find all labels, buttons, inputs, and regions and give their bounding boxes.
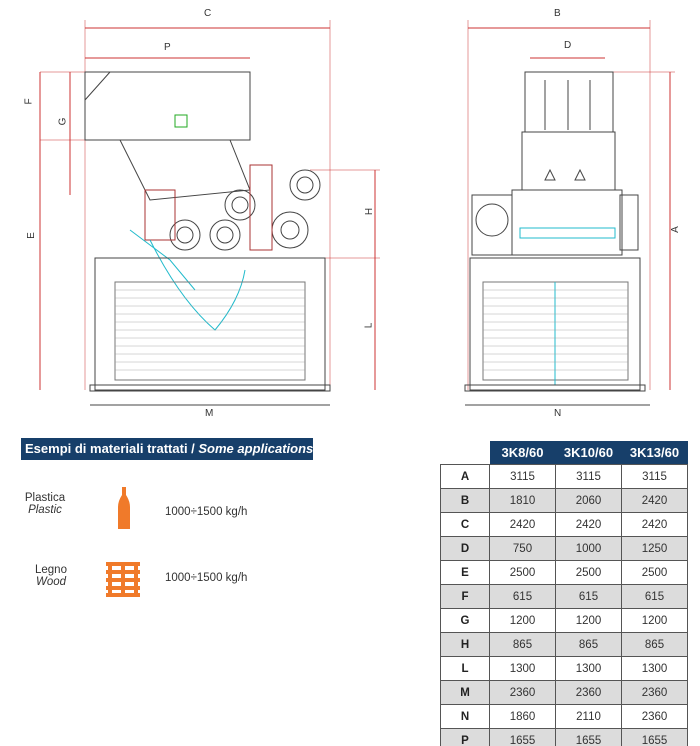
table-cell: 2110 (555, 704, 622, 729)
table-cell: 1655 (621, 728, 688, 746)
dim-label-a: A (669, 226, 681, 233)
table-cell: 1860 (489, 704, 556, 729)
table-cell: 615 (489, 584, 556, 609)
dim-label-n: N (554, 408, 562, 419)
table-cell: 1250 (621, 536, 688, 561)
dim-label-d: D (564, 40, 572, 51)
row-label: L (440, 656, 490, 681)
row-label: D (440, 536, 490, 561)
row-label: P (440, 728, 490, 746)
dim-label-h: H (364, 207, 376, 216)
wood-pallet-icon (106, 562, 140, 597)
front-view-drawing (39, 20, 380, 406)
table-cell: 865 (621, 632, 688, 657)
table-cell: 1300 (555, 656, 622, 681)
dim-label-e: E (25, 232, 37, 239)
table-corner (440, 441, 490, 465)
dim-label-b: B (554, 8, 561, 19)
table-cell: 1200 (621, 608, 688, 633)
table-cell: 2420 (555, 512, 622, 537)
table-cell: 865 (489, 632, 556, 657)
column-header: 3K13/60 (621, 441, 688, 465)
side-mesh-pattern (483, 289, 628, 371)
table-cell: 2060 (555, 488, 622, 513)
material-name-en: Plastic (28, 504, 62, 516)
table-cell: 865 (555, 632, 622, 657)
table-cell: 2420 (621, 512, 688, 537)
technical-drawings (39, 20, 675, 406)
table-cell: 2500 (489, 560, 556, 585)
wood-rate: 1000÷1500 kg/h (165, 572, 248, 584)
table-cell: 1200 (555, 608, 622, 633)
table-cell: 2420 (489, 512, 556, 537)
dim-label-f: F (23, 98, 35, 105)
dim-label-c: C (204, 8, 212, 19)
table-cell: 1655 (489, 728, 556, 746)
banner-title-en: Some applications: (198, 441, 318, 456)
table-cell: 1300 (489, 656, 556, 681)
material-name-it: Legno (35, 564, 67, 576)
table-cell: 3115 (555, 464, 622, 489)
table-cell: 2500 (555, 560, 622, 585)
table-header-row: 3K8/60 3K10/60 3K13/60 (440, 441, 688, 465)
table-cell: 1655 (555, 728, 622, 746)
plastic-rate: 1000÷1500 kg/h (165, 506, 248, 518)
dim-label-m: M (205, 408, 214, 419)
row-label: H (440, 632, 490, 657)
table-cell: 2500 (621, 560, 688, 585)
dim-label-g: G (57, 117, 69, 126)
material-name-en: Wood (35, 576, 67, 588)
front-mesh-pattern (115, 289, 305, 371)
table-cell: 2360 (489, 680, 556, 705)
dim-label-p: P (164, 42, 171, 53)
row-label: G (440, 608, 490, 633)
table-cell: 3115 (621, 464, 688, 489)
row-label: C (440, 512, 490, 537)
banner-title-it: Esempi di materiali trattati / (25, 441, 199, 456)
table-cell: 1200 (489, 608, 556, 633)
dim-label-l: L (363, 322, 375, 329)
column-header: 3K10/60 (555, 441, 622, 465)
row-label: B (440, 488, 490, 513)
row-label: M (440, 680, 490, 705)
table-cell: 2360 (621, 704, 688, 729)
side-view-drawing (464, 20, 675, 406)
table-cell: 1300 (621, 656, 688, 681)
table-cell: 1000 (555, 536, 622, 561)
table-cell: 615 (621, 584, 688, 609)
table-cell: 3115 (489, 464, 556, 489)
table-cell: 2360 (555, 680, 622, 705)
column-header: 3K8/60 (489, 441, 556, 465)
row-label: E (440, 560, 490, 585)
row-label: N (440, 704, 490, 729)
row-label: F (440, 584, 490, 609)
table-cell: 615 (555, 584, 622, 609)
material-name-it: Plastica (24, 492, 66, 504)
table-cell: 2360 (621, 680, 688, 705)
applications-banner: Esempi di materiali trattati / Some appl… (21, 438, 318, 460)
bottle-icon (118, 487, 130, 529)
table-cell: 1810 (489, 488, 556, 513)
row-label: A (440, 464, 490, 489)
table-cell: 2420 (621, 488, 688, 513)
table-cell: 750 (489, 536, 556, 561)
